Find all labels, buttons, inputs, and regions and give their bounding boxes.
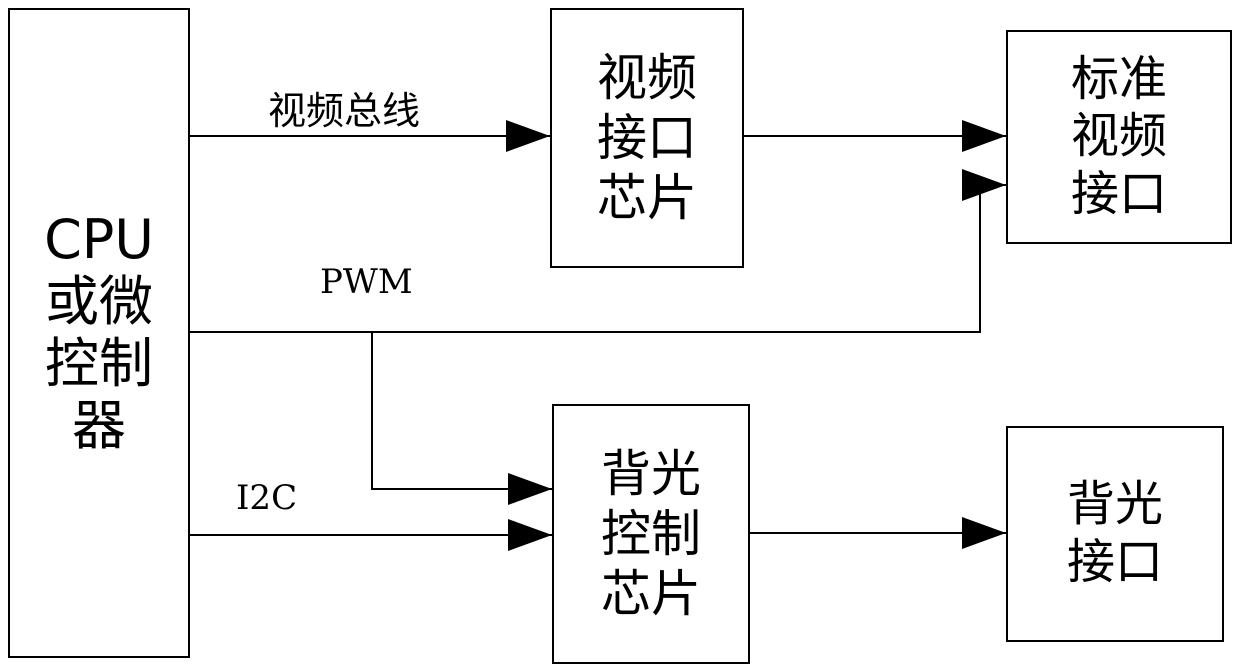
cpu-label: CPU 或微 控制 器 <box>44 209 154 457</box>
backlight-control-chip-label: 背光 控制 芯片 <box>601 444 701 624</box>
video-interface-chip-label: 视频 接口 芯片 <box>597 48 697 228</box>
standard-video-interface-label: 标准 视频 接口 <box>1071 51 1167 224</box>
i2c-label: I2C <box>236 478 297 518</box>
backlight-interface-block: 背光 接口 <box>1006 426 1224 642</box>
standard-video-interface-block: 标准 视频 接口 <box>1006 30 1232 244</box>
pwm-label: PWM <box>320 262 413 302</box>
video-interface-chip-block: 视频 接口 芯片 <box>550 8 744 268</box>
backlight-control-chip-block: 背光 控制 芯片 <box>552 404 750 664</box>
backlight-interface-label: 背光 接口 <box>1067 476 1163 591</box>
cpu-block: CPU 或微 控制 器 <box>8 8 190 658</box>
video-bus-label: 视频总线 <box>268 80 420 135</box>
pwm-line-to-backlight-chip <box>372 332 552 489</box>
